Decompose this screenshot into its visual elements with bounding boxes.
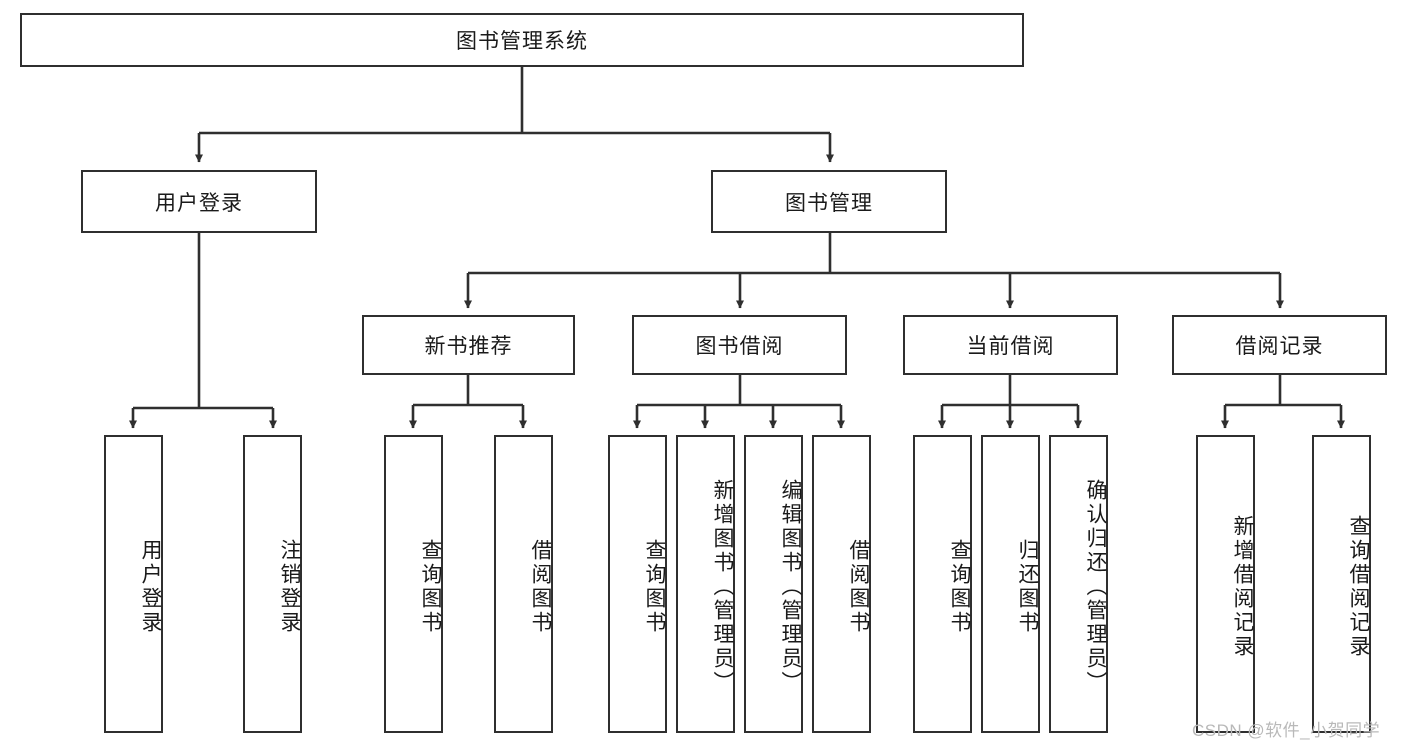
leaf-return-book[interactable]: 归还图书 (981, 435, 1040, 733)
leaf-add-borrow-record[interactable]: 新增借阅记录 (1196, 435, 1255, 733)
leaf-borrow-books-new-book[interactable]: 借阅图书 (494, 435, 553, 733)
leaf-query-borrow-record[interactable]: 查询借阅记录 (1312, 435, 1371, 733)
leaf-logout[interactable]: 注销登录 (243, 435, 302, 733)
node-book-borrowing[interactable]: 图书借阅 (632, 315, 847, 375)
leaf-add-book-admin[interactable]: 新增图书（管理员） (676, 435, 735, 733)
leaf-edit-book-admin[interactable]: 编辑图书（管理员） (744, 435, 803, 733)
node-user-login[interactable]: 用户登录 (81, 170, 317, 233)
leaf-borrow-book[interactable]: 借阅图书 (812, 435, 871, 733)
leaf-confirm-return-admin[interactable]: 确认归还（管理员） (1049, 435, 1108, 733)
leaf-query-books-borrow[interactable]: 查询图书 (608, 435, 667, 733)
node-borrowing-record[interactable]: 借阅记录 (1172, 315, 1387, 375)
leaf-user-login[interactable]: 用户登录 (104, 435, 163, 733)
node-new-book-recommendation[interactable]: 新书推荐 (362, 315, 575, 375)
leaf-query-books-current[interactable]: 查询图书 (913, 435, 972, 733)
node-book-management[interactable]: 图书管理 (711, 170, 947, 233)
node-root-book-management-system[interactable]: 图书管理系统 (20, 13, 1024, 67)
node-current-borrowing[interactable]: 当前借阅 (903, 315, 1118, 375)
leaf-query-books-new-book[interactable]: 查询图书 (384, 435, 443, 733)
